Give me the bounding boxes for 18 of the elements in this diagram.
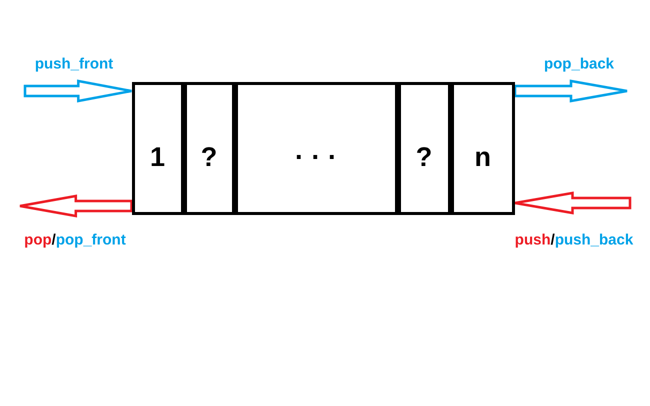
cell-label: ? xyxy=(200,144,218,171)
edge-label: push/push_back xyxy=(514,231,634,249)
cell-label: 1 xyxy=(150,144,166,171)
arrow xyxy=(514,192,632,214)
edge-label: pop/pop_front xyxy=(24,231,126,249)
array-cell xyxy=(132,82,184,215)
cell-label: ? xyxy=(416,144,432,171)
array-cell xyxy=(184,82,234,215)
arrow xyxy=(514,80,628,102)
arrow xyxy=(24,80,133,102)
cell-label: · · · xyxy=(295,144,337,171)
edge-label: pop_back xyxy=(544,55,614,73)
array-cell xyxy=(234,82,398,215)
array-cell xyxy=(450,82,515,215)
arrow xyxy=(18,194,133,218)
edge-label: push_front xyxy=(34,55,114,73)
array-cell xyxy=(398,82,450,215)
cell-label: n xyxy=(474,144,491,171)
